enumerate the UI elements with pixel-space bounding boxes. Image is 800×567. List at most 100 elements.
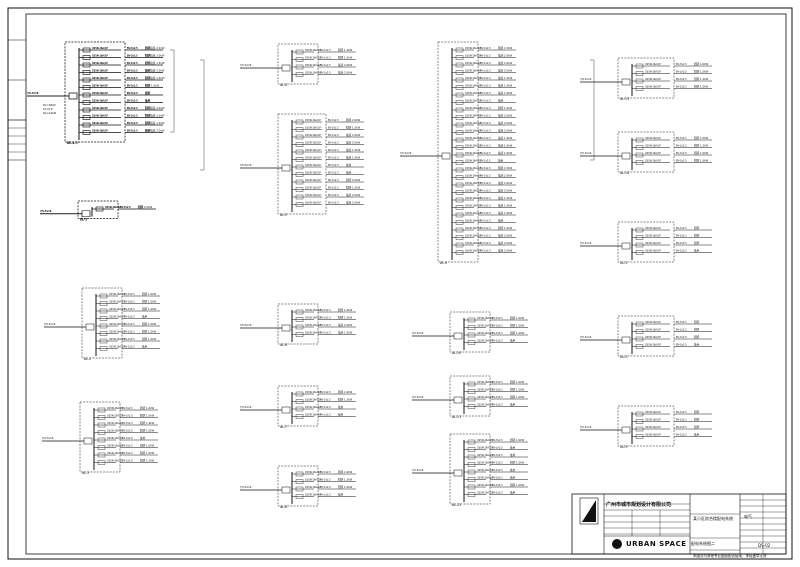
circuit-label: 照明 1.2kW: [338, 398, 353, 402]
svg-text:BV-3x2.5: BV-3x2.5: [676, 71, 687, 74]
svg-text:C65N-16A/1P: C65N-16A/1P: [92, 55, 108, 58]
panel-label: DL-1: [620, 261, 627, 265]
svg-text:BV-3x2.5: BV-3x2.5: [480, 160, 491, 163]
svg-text:BV-3x2.5: BV-3x2.5: [328, 149, 339, 152]
circuit-label: 备用: [510, 491, 516, 495]
circuit-label: 照明: [694, 320, 700, 324]
circuit-label: 照明 1.0kW: [142, 292, 157, 296]
svg-text:C65N-16A/1P: C65N-16A/1P: [477, 332, 493, 335]
title-block-note: 本图须与其他专业图纸配合使用，未经盖章无效: [693, 554, 767, 558]
svg-text:C65N-16A/1P: C65N-16A/1P: [92, 115, 108, 118]
svg-text:BV-3x2.5: BV-3x2.5: [127, 55, 138, 58]
circuit-label: 插座 1.0kW: [498, 151, 513, 155]
svg-text:BV-3x2.5: BV-3x2.5: [328, 172, 339, 175]
svg-text:C65N-16A/1P: C65N-16A/1P: [465, 115, 481, 118]
svg-text:BV-3x2.5: BV-3x2.5: [676, 434, 687, 437]
circuit-label: 照明 1.0kW: [694, 136, 709, 140]
panel-label: DL-4: [67, 141, 74, 145]
circuit-label: 照明 1.5kW: [338, 56, 353, 60]
circuit-label: 照明: [694, 410, 700, 414]
svg-text:BV-3x2.5: BV-3x2.5: [122, 422, 133, 425]
svg-text:C65N-16A/1P: C65N-16A/1P: [477, 454, 493, 457]
circuit-label: 插座 1.5kW: [346, 148, 361, 152]
svg-text:BV-3x2.5: BV-3x2.5: [127, 107, 138, 110]
circuit-label: 备用: [140, 436, 146, 440]
circuit-label: 插座 2.0kW: [498, 234, 513, 238]
svg-text:C65N-16A/1P: C65N-16A/1P: [92, 100, 108, 103]
svg-text:BV-3x2.5: BV-3x2.5: [320, 406, 331, 409]
circuit-label: 照明: [694, 241, 700, 245]
svg-text:C65N-16A/1P: C65N-16A/1P: [465, 190, 481, 193]
svg-text:BV-3x2.5: BV-3x2.5: [320, 471, 331, 474]
svg-text:BV-3x2.5: BV-3x2.5: [676, 426, 687, 429]
circuit-label: 插座 1.0kW: [498, 204, 513, 208]
svg-text:BV-3x2.5: BV-3x2.5: [122, 415, 133, 418]
circuit-label: 照明 1.5kW: [510, 324, 525, 328]
svg-text:C65N-16A/1P: C65N-16A/1P: [645, 227, 661, 230]
panel-label: AL-9: [440, 261, 447, 265]
circuit-label: 照明插座 2.2kW: [145, 46, 165, 50]
svg-text:BV-3x2.5: BV-3x2.5: [320, 49, 331, 52]
svg-text:C65N-16A/1P: C65N-16A/1P: [465, 55, 481, 58]
svg-text:BV-3x2.5: BV-3x2.5: [127, 115, 138, 118]
svg-text:BV-3x2.5: BV-3x2.5: [320, 317, 331, 320]
svg-text:C65N-16A/1P: C65N-16A/1P: [305, 49, 321, 52]
firm-logo: [579, 497, 599, 525]
svg-text:C65N-16A/1P: C65N-16A/1P: [645, 329, 661, 332]
circuit-label: 备用: [510, 476, 516, 480]
svg-text:BV-3x2.5: BV-3x2.5: [480, 62, 491, 65]
svg-text:BV-3x2.5: BV-3x2.5: [320, 486, 331, 489]
svg-text:BV-3x2.5: BV-3x2.5: [492, 477, 503, 480]
circuit-label: 照明 1.2kW: [694, 77, 709, 81]
svg-text:C65N-16A/1P: C65N-16A/1P: [477, 447, 493, 450]
circuit-label: 照明 1.0kW: [510, 395, 525, 399]
circuit-label: 备用: [510, 468, 516, 472]
circuit-label: 照明: [145, 91, 151, 95]
circuit-label: 照明 1.0kW: [338, 308, 353, 312]
circuit-label: 照明 1.5kW: [346, 126, 361, 130]
svg-text:BV-3x2.5: BV-3x2.5: [320, 57, 331, 60]
svg-text:C65N-16A/1P: C65N-16A/1P: [105, 206, 121, 209]
title-block-brand: URBAN SPACE: [626, 540, 687, 548]
circuit-label: 照明插座 2.2kW: [145, 106, 165, 110]
svg-text:BV-3x2.5: BV-3x2.5: [320, 72, 331, 75]
svg-text:C65N-16A/1P: C65N-16A/1P: [107, 452, 123, 455]
svg-text:C65N-16A/1P: C65N-16A/1P: [107, 430, 123, 433]
circuit-label: 照明 1.0kW: [694, 62, 709, 66]
svg-text:C65N-16A/1P: C65N-16A/1P: [305, 202, 321, 205]
circuit-label: 照明 1.0kW: [140, 429, 155, 433]
svg-text:BV-3x2.5: BV-3x2.5: [480, 152, 491, 155]
svg-text:BV-3x2.5: BV-3x2.5: [328, 187, 339, 190]
circuit-label: 备用: [338, 413, 344, 417]
panel-label: AL-10: [452, 351, 461, 355]
svg-text:BV-3x2.5: BV-3x2.5: [492, 340, 503, 343]
svg-text:YJV-5x16: YJV-5x16: [240, 163, 252, 167]
circuit-label: 插座 2.0kW: [346, 141, 361, 145]
circuit-label: 备用: [510, 339, 516, 343]
svg-text:C65N-16A/1P: C65N-16A/1P: [645, 86, 661, 89]
svg-text:C65N-16A/1P: C65N-16A/1P: [465, 70, 481, 73]
circuit-label: 插座 1.5kW: [498, 76, 513, 80]
title-block-discipline: 电气: [744, 514, 752, 519]
svg-text:BV-3x2.5: BV-3x2.5: [676, 321, 687, 324]
svg-text:BV-3x2.5: BV-3x2.5: [676, 160, 687, 163]
svg-text:C65N-16A/1P: C65N-16A/1P: [465, 122, 481, 125]
circuit-label: 照明 1.5kW: [338, 316, 353, 320]
svg-text:C65N-16A/1P: C65N-16A/1P: [477, 484, 493, 487]
svg-text:C65N-16A/1P: C65N-16A/1P: [477, 462, 493, 465]
svg-text:C65N-16A/1P: C65N-16A/1P: [92, 122, 108, 125]
circuit-label: 插座 1.0kW: [498, 211, 513, 215]
circuit-label: 照明 1.5kW: [140, 414, 155, 418]
svg-text:C65N-16A/1P: C65N-16A/1P: [305, 399, 321, 402]
circuit-label: 照明 1.5kW: [498, 226, 513, 230]
circuit-label: 插座 2.0kW: [498, 189, 513, 193]
